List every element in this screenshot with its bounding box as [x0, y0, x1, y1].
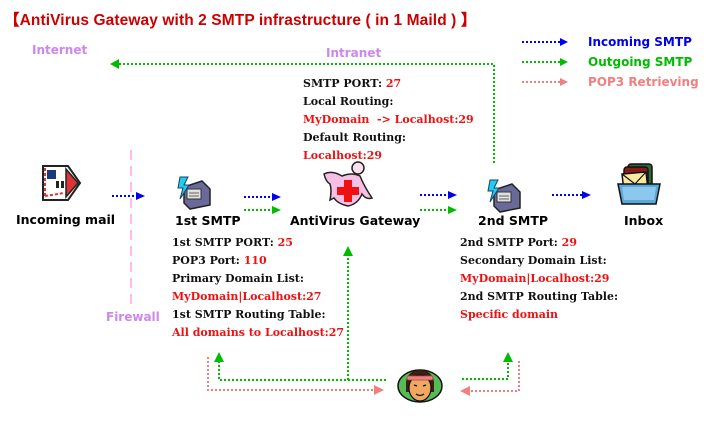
- user-node[interactable]: [396, 366, 444, 406]
- smtp2-routing-value: Specific domain: [460, 308, 559, 321]
- outgoing-to-internet-line: [118, 63, 495, 163]
- smtp-server-icon: [487, 179, 521, 213]
- gateway-node[interactable]: [322, 160, 374, 210]
- legend-lines: [522, 38, 568, 86]
- smtp1-port-label: 1st SMTP PORT:: [172, 236, 278, 249]
- smtp1-routing-value: All domains to Localhost:27: [172, 326, 345, 339]
- smtp1-to-gateway-outgoing-arrow: [272, 206, 281, 214]
- smtp2-port-label: 2nd SMTP Port:: [460, 236, 562, 249]
- legend-label-incoming: Incoming SMTP: [588, 35, 692, 49]
- user-to-smtp1-outgoing-line: [218, 362, 386, 381]
- smtp2-domain-list-value: MyDomain|Localhost:29: [460, 272, 610, 285]
- smtp1-pop3-value: 110: [243, 254, 267, 267]
- gateway-info: SMTP PORT: 27 Local Routing: MyDomain ->…: [303, 75, 474, 165]
- smtp1-info: 1st SMTP PORT: 25 POP3 Port: 110 Primary…: [172, 234, 344, 342]
- user-to-gateway-outgoing-arrow: [343, 246, 353, 256]
- legend: Incoming SMTP Outgoing SMTP POP3 Retriev…: [520, 34, 709, 94]
- inbox-label: Inbox: [624, 213, 664, 228]
- smtp2-domain-list-label: Secondary Domain List:: [460, 254, 607, 267]
- smtp1-port-value: 25: [277, 236, 293, 249]
- smtp1-pop3-label: POP3 Port:: [172, 254, 244, 267]
- smtp1-pop3-row: POP3 Port: 110: [172, 252, 344, 270]
- gateway-port-value: 27: [385, 77, 402, 90]
- user-avatar-icon: [397, 369, 443, 403]
- smtp1-routing-label: 1st SMTP Routing Table:: [172, 308, 326, 321]
- gateway-label: AntiVirus Gateway: [290, 213, 421, 228]
- inbox-node[interactable]: [616, 162, 662, 208]
- smtp1-to-gateway-incoming-arrow: [272, 193, 281, 201]
- zone-label-intranet: Intranet: [326, 46, 382, 60]
- smtp2-port-row: 2nd SMTP Port: 29: [460, 234, 618, 252]
- legend-arrow-incoming: [560, 38, 568, 46]
- smtp1-label: 1st SMTP: [175, 213, 241, 228]
- smtp2-to-user-pop3-line: [470, 361, 520, 392]
- incoming-to-smtp1-arrow: [136, 192, 145, 200]
- gateway-default-routing-label: Default Routing:: [303, 131, 406, 144]
- outgoing-to-internet-arrow: [110, 59, 119, 69]
- smtp2-label: 2nd SMTP: [478, 213, 549, 228]
- smtp1-port-row: 1st SMTP PORT: 25: [172, 234, 344, 252]
- gateway-port-label: SMTP PORT:: [303, 77, 386, 90]
- smtp2-routing-label: 2nd SMTP Routing Table:: [460, 290, 619, 303]
- smtp2-node[interactable]: [486, 178, 522, 214]
- incoming-mail-label: Incoming mail: [16, 212, 116, 227]
- legend-arrow-outgoing: [560, 58, 568, 66]
- user-to-smtp2-outgoing-line: [462, 362, 509, 380]
- inbox-tray-icon: [617, 163, 661, 205]
- legend-arrow-pop3: [560, 78, 568, 86]
- zone-label-internet: Internet: [32, 43, 88, 57]
- zone-label-firewall: Firewall: [106, 310, 160, 324]
- smtp1-domain-list-label: Primary Domain List:: [172, 272, 304, 285]
- gateway-local-routing-label: Local Routing:: [303, 95, 394, 108]
- legend-label-pop3: POP3 Retrieving: [588, 75, 699, 89]
- smtp2-to-inbox-arrow: [582, 191, 591, 199]
- gateway-to-smtp2-incoming-arrow: [448, 191, 457, 199]
- smtp1-node[interactable]: [176, 175, 212, 211]
- antivirus-shield-icon: [323, 161, 374, 207]
- smtp2-info: 2nd SMTP Port: 29 Secondary Domain List:…: [460, 234, 618, 324]
- smtp1-to-user-pop3-arrow: [374, 385, 384, 395]
- smtp1-domain-list-value: MyDomain|Localhost:27: [172, 290, 322, 303]
- smtp2-port-value: 29: [561, 236, 577, 249]
- gateway-local-routing-value: MyDomain -> Localhost:29: [303, 113, 474, 126]
- user-to-smtp1-outgoing-arrow: [214, 352, 224, 362]
- smtp2-to-user-pop3-arrow: [460, 386, 470, 396]
- gateway-port-row: SMTP PORT: 27: [303, 75, 474, 93]
- user-to-smtp2-outgoing-arrow: [503, 352, 513, 362]
- legend-label-outgoing: Outgoing SMTP: [588, 55, 693, 69]
- incoming-mail-node[interactable]: [40, 163, 84, 207]
- smtp-server-icon: [177, 176, 211, 210]
- mail-envelope-icon: [42, 165, 82, 201]
- gateway-default-routing-value: Localhost:29: [303, 149, 383, 162]
- smtp1-to-user-pop3-line: [207, 357, 374, 391]
- gateway-to-smtp2-outgoing-arrow: [448, 206, 457, 214]
- diagram-title: 【AntiVirus Gateway with 2 SMTP infrastru…: [4, 12, 477, 29]
